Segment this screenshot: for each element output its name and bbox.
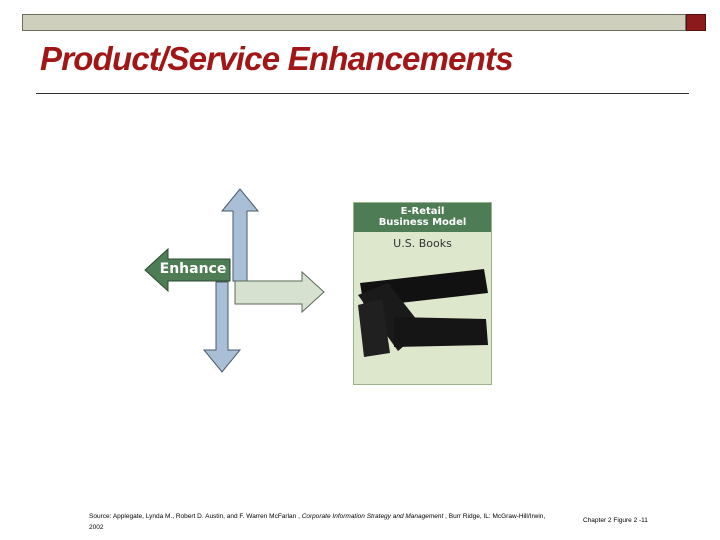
book-title-line2: Business Model: [378, 217, 467, 228]
book-header: E-Retail Business Model: [354, 203, 491, 232]
right-arrow: [234, 270, 325, 314]
enhance-label: Enhance: [159, 261, 227, 277]
book-cover-art: [358, 269, 488, 357]
top-decorative-bar: [22, 14, 686, 31]
book-cover: E-Retail Business Model U.S. Books: [353, 202, 492, 385]
source-prefix: Source: Applegate, Lynda M., Robert D. A…: [89, 513, 302, 520]
cover-band-4: [358, 299, 390, 357]
source-suffix: , Burr Ridge, IL: McGraw-Hill/Irwin, 200…: [89, 513, 546, 531]
source-title: Corporate Information Strategy and Manag…: [301, 513, 444, 520]
down-arrow: [202, 281, 242, 373]
enhance-arrow: [144, 247, 231, 293]
book-subtitle: U.S. Books: [393, 237, 452, 250]
book-title-line1: E-Retail: [400, 206, 445, 217]
top-accent-square: [686, 14, 706, 31]
figure-reference: Chapter 2 Figure 2 -11: [583, 517, 648, 524]
cover-band-3: [394, 317, 488, 347]
source-citation: Source: Applegate, Lynda M., Robert D. A…: [89, 511, 549, 533]
title-divider: [36, 93, 689, 94]
slide-title: Product/Service Enhancements: [40, 40, 514, 77]
